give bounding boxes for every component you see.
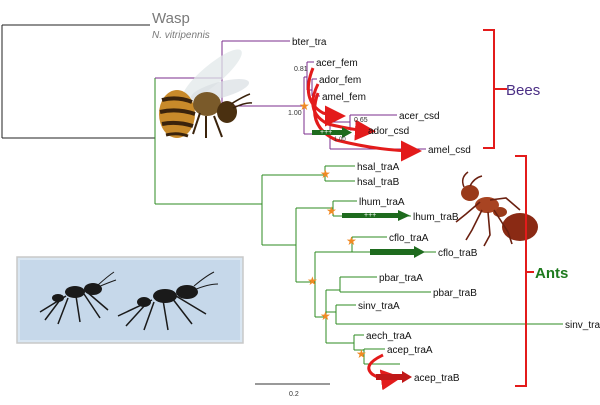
tip-label-aech-traA: aech_traA [366,331,412,342]
support-value: 1.00 [288,110,302,117]
duplication-star: ★ [320,167,331,181]
duplication-star: ★ [326,204,337,218]
amel-csd-thick-arrow [312,127,352,138]
tip-label-ador-fem: ador_fem [319,75,361,86]
tip-label-lhum-traB: lhum_traB [413,212,459,223]
lhum-traB-arrow-mark: +++ [364,212,376,219]
tip-label-lhum-traA: lhum_traA [359,197,405,208]
tip-label-ador-csd: ador_csd [368,126,409,137]
acep-traB-thick-arrow [376,371,412,383]
duplication-star: ★ [307,274,318,288]
tip-label-amel-csd: amel_csd [428,145,471,156]
ant-photo-panel [16,256,244,344]
amel-csd-arrow-mark: +++ [320,129,332,136]
tip-label-sinv-traA: sinv_traA [358,301,400,312]
tip-label-cflo-traA: cflo_traA [389,233,429,244]
cflo-traB-thick-arrow [370,246,425,258]
tip-label-bter-tra: bter_tra [292,37,327,48]
honeybee-illustration [159,49,253,138]
root-branches [1,24,155,139]
tip-label-pbar-traB: pbar_traB [433,288,477,299]
ants-bracket [515,155,534,387]
ant-tip-labels: hsal_traA hsal_traB lhum_traA lhum_traB … [357,162,600,384]
tip-label-acer-csd: acer_csd [399,111,440,122]
bees-clade-label: Bees [506,82,540,99]
tip-label-hsal-traB: hsal_traB [357,177,400,188]
scale-bar-label: 0.2 [289,391,299,398]
tip-label-hsal-traA: hsal_traA [357,162,400,173]
tip-label-pbar-traA: pbar_traA [379,273,423,284]
tip-label-acep-traB: acep_traB [414,373,460,384]
tip-label-acep-traA: acep_traA [387,345,433,356]
support-value: 0.81 [294,66,308,73]
wasp-species-label: N. vitripennis [152,30,210,41]
red-ant-illustration [455,171,538,247]
ants-clade-label: Ants [535,265,568,282]
duplication-star: ★ [346,234,357,248]
support-value: 1.00 [334,137,346,143]
csd-duplication-arrows [306,67,422,162]
support-value: 0.65 [354,117,368,124]
lhum-traB-thick-arrow [342,210,410,221]
tip-label-amel-fem: amel_fem [322,92,366,103]
bee-tip-labels: bter_tra acer_fem ador_fem amel_fem acer… [292,37,471,156]
tip-label-sinv-tra: sinv_tra [565,320,600,331]
wasp-label: Wasp [152,10,190,27]
tip-label-acer-fem: acer_fem [316,58,358,69]
duplication-stars: ★ ★ ★ ★ ★ ★ ★ [299,99,367,361]
scale-bar: 0.2 [255,383,330,398]
duplication-star: ★ [320,309,331,323]
tip-label-cflo-traB: cflo_traB [438,248,478,259]
bees-bracket [483,29,507,149]
duplication-star: ★ [356,347,367,361]
duplication-star: ★ [299,99,310,113]
